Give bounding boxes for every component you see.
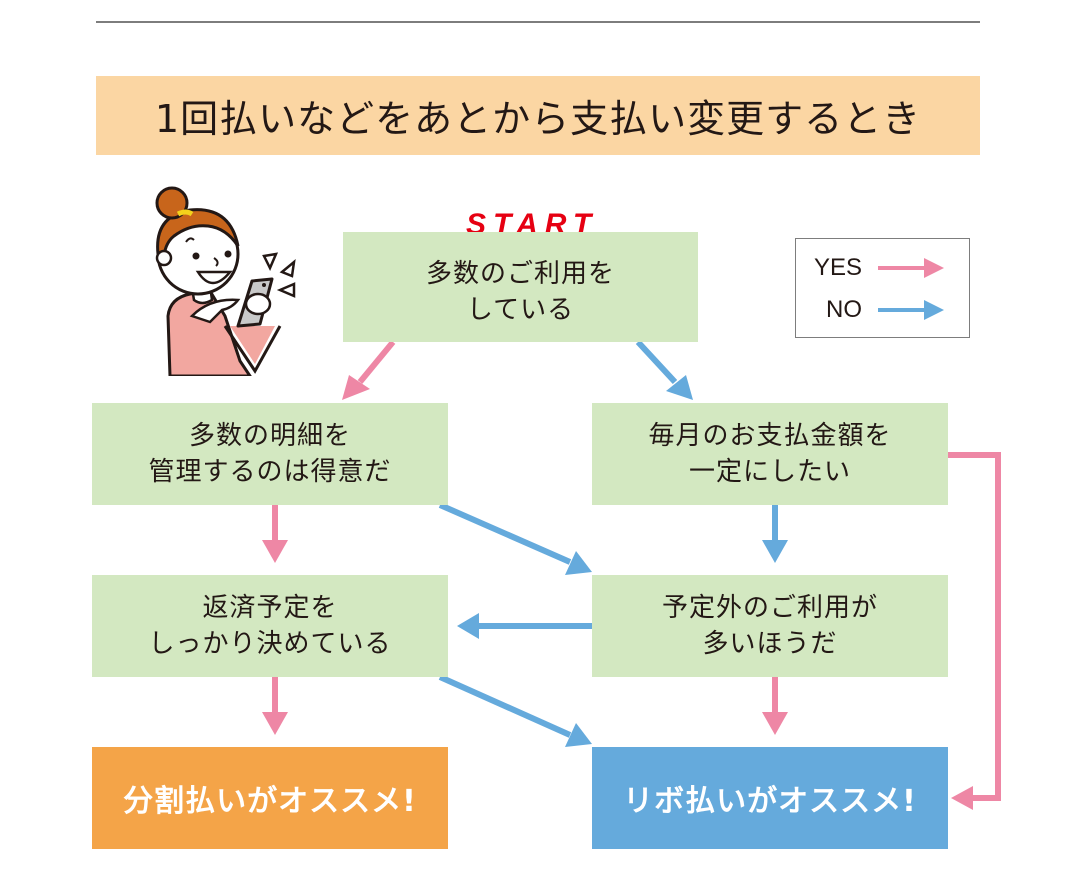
node-unplanned-usage: 予定外のご利用が 多いほうだ [592,575,948,677]
smile-shape [195,270,233,285]
node-text-line: しっかり決めている [148,629,392,659]
result-installment-label: 分割払いがオススメ! [123,784,417,819]
arrow-no-manage-to-unplanned [438,502,592,575]
sparkle-mark [279,258,296,278]
legend-label-yes: YES [813,254,862,281]
node-text-line: 多数のご利用を [425,259,615,289]
legend-box: YES NO [795,238,970,338]
woman-smartphone-illustration [155,186,296,376]
arrow-yes-unplanned-to-revolving [762,677,788,735]
legend-item-no: NO [796,295,969,325]
node-text-line: している [466,295,575,325]
node-text-line: 返済予定を [202,593,338,623]
arrow-yes-start-to-manage [342,340,396,400]
node-text-line: 多いほうだ [702,629,838,659]
no-arrow-icon [878,300,944,320]
top-divider [96,21,980,23]
result-installment-recommended: 分割払いがオススメ! [92,747,448,849]
page-title: 1回払いなどをあとから支払い変更するとき [154,97,922,141]
arrow-no-repayment-to-revolving [438,674,592,747]
result-revolving-label: リボ払いがオススメ! [623,784,917,819]
node-fixed-monthly-payment: 毎月のお支払金額を 一定にしたい [592,403,948,505]
node-text-line: 予定外のご利用が [661,593,878,623]
node-start-many-usages: 多数のご利用を している [343,232,698,342]
arrow-yes-repayment-to-installment [262,677,288,735]
arrow-no-start-to-fixed [635,339,693,400]
node-repayment-plan: 返済予定を しっかり決めている [92,575,448,677]
hair-bun [155,186,189,220]
result-revolving-recommended: リボ払いがオススメ! [592,747,948,849]
title-banner: 1回払いなどをあとから支払い変更するとき [96,76,980,155]
node-text-line: 一定にしたい [688,457,851,487]
node-text-line: 管理するのは得意だ [148,457,392,487]
node-text-line: 毎月のお支払金額を [648,421,892,451]
legend-item-yes: YES [796,253,969,283]
sparkle-mark [262,252,279,271]
legend-label-no: NO [826,296,862,323]
arrow-yes-fixed-to-revolving [948,452,1001,810]
node-text-line: 多数の明細を [188,421,351,451]
node-manage-statements: 多数の明細を 管理するのは得意だ [92,403,448,505]
arrow-no-fixed-to-unplanned [762,505,788,563]
arrow-yes-manage-to-repayment [262,505,288,563]
arrow-no-unplanned-to-repayment [457,613,592,639]
yes-arrow-icon [878,258,944,278]
sparkle-mark [276,282,296,298]
